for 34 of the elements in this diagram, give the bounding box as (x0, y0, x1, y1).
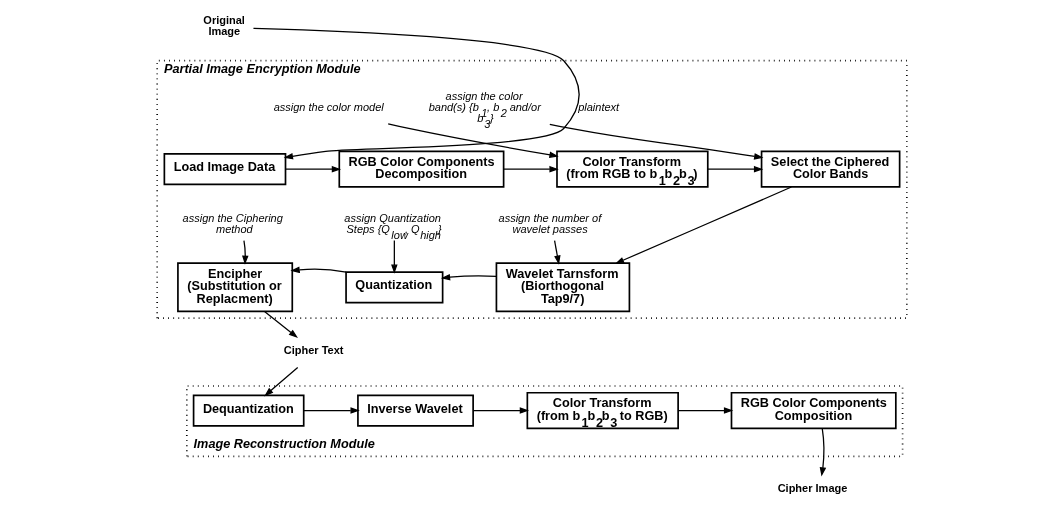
arrow (553, 239, 561, 265)
arrow (387, 123, 559, 159)
arrow (440, 273, 497, 281)
node-text: Original Image (202, 13, 245, 37)
arrow (819, 428, 826, 477)
arrow (472, 407, 529, 414)
node-box: Load Image Data (163, 153, 286, 186)
arrow (252, 27, 580, 160)
edge-label: plaintext (577, 100, 619, 113)
arrow (241, 239, 249, 265)
node-box: Encipher (Substitution or Replacment) (176, 262, 293, 313)
node-box: Dequantization (192, 394, 305, 427)
arrow (677, 407, 733, 414)
node-text: Cipher Image (777, 482, 847, 495)
node-box: Inverse Wavelet (356, 394, 474, 427)
node-text: assign the color model (273, 100, 384, 113)
node-box: RGB Color Components Decomposition (337, 150, 504, 188)
arrow (302, 407, 360, 414)
arrow (614, 186, 792, 264)
arrow (284, 165, 341, 173)
node-box: Wavelet Tarnsform (Biorthogonal Tap9/7) (495, 262, 630, 313)
arrow (706, 165, 763, 173)
node-text: assign the Ciphering method (182, 211, 283, 235)
node-box: RGB Color Components Composition (730, 391, 897, 430)
arrow (502, 165, 559, 173)
node-box: Select the Ciphered Color Bands (760, 150, 900, 188)
arrow (263, 310, 298, 338)
node-box: Quantization (344, 271, 443, 304)
node-text: assign the number of wavelet passes (498, 211, 601, 235)
arrow (390, 239, 398, 274)
arrow (289, 266, 347, 274)
node-text: Cipher Text (283, 344, 344, 357)
arrow (263, 366, 298, 397)
arrow (548, 123, 763, 160)
